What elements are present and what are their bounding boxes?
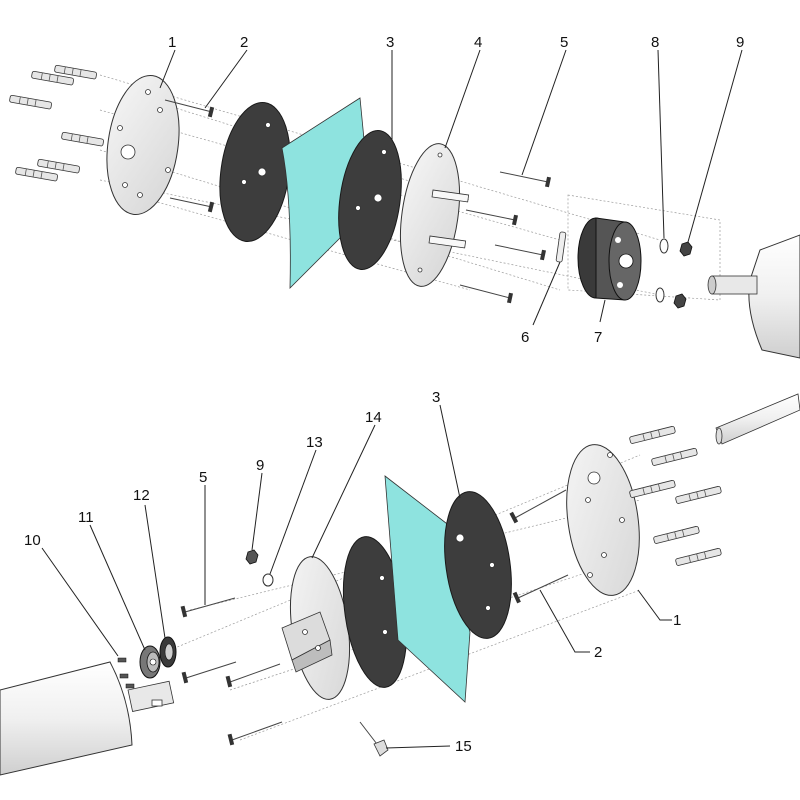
callout-label: 8 (651, 34, 659, 51)
washer-bottom (262, 573, 274, 587)
callout-label: 1 (673, 612, 681, 629)
callout-label: 5 (199, 469, 207, 486)
callout-label: 14 (365, 409, 382, 426)
screws-top-middle (459, 171, 551, 304)
bottom-assembly (0, 393, 800, 776)
hub (139, 645, 161, 679)
wall-anchor (61, 131, 104, 147)
wall-anchor (15, 166, 58, 182)
wall-anchor (54, 64, 97, 80)
motor-tube-bottom (0, 661, 175, 776)
callout-label: 3 (432, 389, 440, 406)
wall-anchor (675, 485, 722, 504)
wall-anchor (629, 425, 676, 444)
callout-label: 9 (736, 34, 744, 51)
callout-label: 6 (521, 329, 529, 346)
gasket-top-left (219, 102, 291, 242)
wall-anchor (651, 447, 698, 466)
flange-plate-top (400, 143, 470, 287)
wall-anchors-bottom (629, 425, 722, 566)
membrane-sheet-top (281, 97, 371, 289)
wall-anchor (675, 547, 722, 566)
wall-anchor (37, 158, 80, 174)
washers-top (655, 238, 669, 303)
motor-tube-top (707, 234, 800, 359)
flange-plate-bottom (281, 556, 350, 700)
mounting-plate-top (106, 75, 180, 215)
mounting-plate-bottom (566, 444, 640, 596)
nut-bottom (245, 549, 259, 565)
callout-label: 12 (133, 487, 150, 504)
pin (555, 231, 567, 263)
gasket-bottom (444, 491, 512, 639)
callout-label: 2 (240, 34, 248, 51)
callout-label: 15 (455, 738, 472, 755)
callout-label: 5 (560, 34, 568, 51)
screws-bottom-left (180, 597, 283, 746)
callout-label: 11 (78, 509, 94, 526)
callouts-top: 1 2 3 4 5 6 7 8 9 (159, 34, 744, 346)
wall-anchor (9, 94, 52, 110)
wall-anchor (653, 525, 700, 544)
callout-label: 9 (256, 457, 264, 474)
callout-label: 13 (306, 434, 323, 451)
wall-anchors-top (9, 64, 104, 182)
wall-anchor (31, 70, 74, 86)
callout-label: 3 (386, 34, 394, 51)
motor-adapter (577, 217, 642, 301)
top-assembly (9, 64, 800, 359)
callout-label: 10 (24, 532, 41, 549)
gasket-top (338, 130, 402, 270)
callout-label: 7 (594, 329, 602, 346)
callout-label: 1 (168, 34, 176, 51)
rod (715, 393, 800, 445)
bolt (359, 721, 389, 757)
callout-label: 4 (474, 34, 482, 51)
screws-bottom-right (509, 489, 569, 604)
nuts-top (673, 241, 693, 309)
small-screws (117, 657, 135, 689)
ring (159, 636, 177, 668)
callout-label: 2 (594, 644, 602, 661)
callouts-bottom: 10 11 12 5 9 13 14 3 1 2 15 (24, 389, 681, 755)
wall-anchor (629, 479, 676, 498)
screws-top-left (164, 99, 215, 213)
